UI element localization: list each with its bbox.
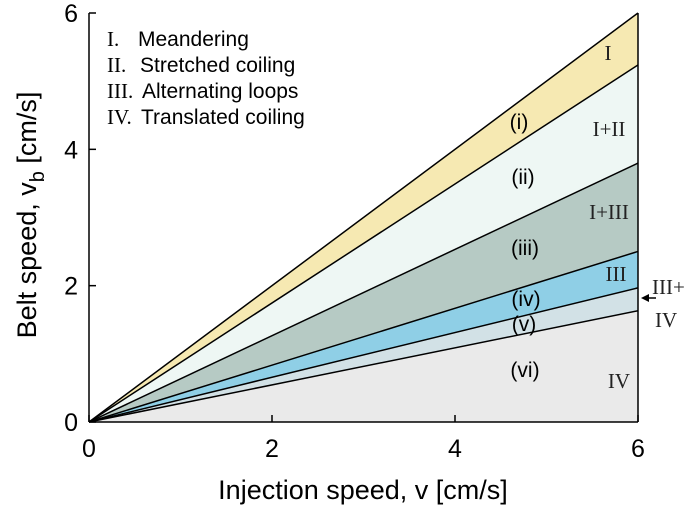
boundary-line-3	[88, 162, 639, 423]
pointer-arrow	[641, 294, 656, 302]
legend-item-3-text: Alternating loops	[142, 80, 298, 103]
x-ticks: 0 2 4 6	[82, 415, 645, 463]
legend: I. Meandering II. Stretched coiling III. Al…	[107, 27, 305, 129]
band-label-v: (v)	[512, 313, 537, 336]
outside-label-line2: IV	[655, 308, 677, 332]
legend-item-1-text: Meandering	[138, 28, 249, 51]
band-label-i: (i)	[510, 111, 529, 134]
legend-item-3: III. Alternating loops	[107, 79, 298, 103]
x-tick-label: 6	[631, 435, 645, 463]
legend-item-1-num: I.	[107, 27, 119, 51]
legend-item-2-num: II.	[107, 53, 126, 77]
legend-item-4-num: IV.	[107, 105, 132, 129]
boundary-line-4	[88, 250, 639, 423]
y-axis-title-main: Belt speed, v	[12, 182, 42, 339]
x-tick-label: 2	[265, 435, 279, 463]
y-axis-title-unit: [cm/s]	[12, 92, 42, 172]
y-axis-title-sub: b	[27, 171, 49, 182]
x-tick-label: 0	[82, 435, 96, 463]
legend-item-3-num: III.	[107, 79, 133, 103]
boundary-line-6	[88, 310, 639, 423]
y-tick-label: 2	[64, 273, 78, 301]
x-tick-label: 4	[448, 435, 462, 463]
regime-boundaries	[88, 12, 639, 423]
outside-label-line1: III+	[652, 275, 685, 299]
regime-label-IV: IV	[608, 369, 630, 393]
boundary-line-1	[88, 12, 639, 423]
regime-label-I-III: I+III	[589, 200, 629, 224]
y-tick-label: 6	[64, 0, 78, 28]
band-label-iv: (iv)	[511, 288, 540, 311]
x-axis-title: Injection speed, v [cm/s]	[218, 475, 508, 505]
legend-item-2-text: Stretched coiling	[140, 54, 295, 77]
y-ticks: 0 2 4 6	[64, 0, 96, 437]
regime-label-I-II: I+II	[593, 117, 626, 141]
band-label-ii: (ii)	[511, 166, 534, 189]
legend-item-4: IV. Translated coiling	[107, 105, 305, 129]
y-tick-label: 0	[64, 409, 78, 437]
legend-item-4-text: Translated coiling	[141, 106, 305, 129]
band-label-vi: (vi)	[510, 359, 539, 382]
boundary-line-2	[88, 64, 639, 423]
legend-item-2: II. Stretched coiling	[107, 53, 295, 77]
y-tick-label: 4	[64, 136, 78, 164]
regime-label-III: III	[606, 262, 627, 286]
band-label-iii: (iii)	[511, 237, 539, 260]
regime-label-I: I	[605, 41, 612, 65]
y-axis-title: Belt speed, vb [cm/s]	[12, 92, 49, 339]
legend-item-1: I. Meandering	[107, 27, 249, 51]
boundary-line-5	[88, 287, 639, 423]
